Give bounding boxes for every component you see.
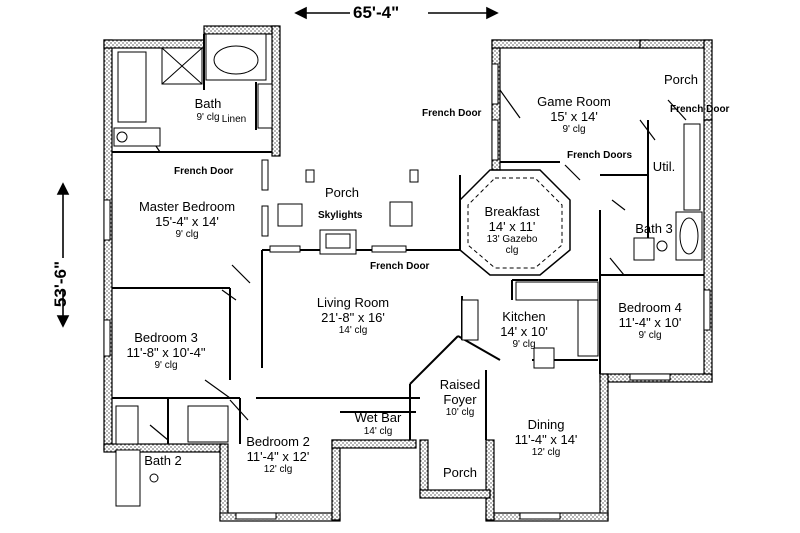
skylights	[277, 201, 413, 227]
room-dims: 11'-8" x 10'-4"	[126, 344, 206, 360]
fixtures	[113, 33, 703, 507]
room-name: Bath 3	[635, 221, 673, 236]
room-porch-rear: Porch	[325, 185, 359, 201]
room-name: Living Room	[316, 295, 390, 310]
room-name: Raised	[439, 377, 481, 392]
room-bath-master: Bath 9' clg	[194, 96, 222, 123]
room-dining: Dining 11'-4" x 14' 12' clg	[514, 417, 578, 459]
room-name: Game Room	[537, 94, 611, 109]
note-french-door-game-left: French Door	[422, 108, 482, 119]
room-bedroom2: Bedroom 2 11'-4" x 12' 12' clg	[246, 434, 310, 476]
depth-dimension: 53'-6"	[51, 260, 71, 308]
room-name: Linen	[221, 114, 247, 125]
room-ceiling: 12' clg	[531, 447, 561, 459]
room-porch-side: Porch	[664, 72, 698, 88]
room-ceiling: 9' clg	[196, 111, 220, 123]
note-french-door-living: French Door	[370, 261, 430, 272]
room-name: Kitchen	[502, 309, 546, 324]
width-dimension-arrow	[294, 6, 499, 20]
room-dims: 21'-8" x 16'	[321, 309, 385, 325]
room-dims: 11'-4" x 10'	[618, 314, 682, 330]
room-ceiling: 14' clg	[363, 425, 393, 437]
room-raised-foyer: Raised Foyer 10' clg	[439, 377, 481, 419]
note-french-doors-game: French Doors	[567, 150, 633, 161]
room-dims: 14' x 11'	[488, 218, 536, 234]
room-name: Bedroom 2	[246, 434, 310, 449]
room-bedroom4: Bedroom 4 11'-4" x 10' 9' clg	[618, 300, 682, 342]
room-dims: 11'-4" x 12'	[246, 448, 310, 464]
depth-dimension-arrow	[56, 182, 70, 328]
width-dimension: 65'-4"	[353, 3, 400, 22]
room-bath3: Bath 3	[635, 221, 673, 237]
gazebo-outline	[459, 169, 571, 276]
room-name: Breakfast	[484, 204, 540, 219]
room-name: Bedroom 3	[134, 330, 198, 345]
room-name: Porch	[443, 465, 477, 480]
note-french-door-master: French Door	[174, 166, 234, 177]
room-name: Bath 2	[144, 453, 182, 468]
room-name: Wet Bar	[354, 410, 402, 425]
room-ceiling: 9' clg	[512, 339, 536, 351]
room-dims: 15'-4" x 14'	[155, 213, 219, 229]
room-porch-front: Porch	[443, 465, 477, 481]
room-ceiling: 12' clg	[263, 464, 293, 476]
room-name: Porch	[325, 185, 359, 200]
room-ceiling: 14' clg	[338, 325, 368, 337]
room-wet-bar: Wet Bar 14' clg	[354, 410, 402, 437]
room-breakfast: Breakfast 14' x 11' 13' Gazebo clg	[484, 204, 540, 257]
note-french-door-game-right: French Door	[670, 104, 730, 115]
room-master-bedroom: Master Bedroom 15'-4" x 14' 9' clg	[138, 199, 236, 241]
room-dims: 11'-4" x 14'	[514, 431, 578, 447]
room-ceiling: 9' clg	[175, 229, 199, 241]
room-ceiling-suffix: clg	[505, 245, 519, 257]
room-bedroom3: Bedroom 3 11'-8" x 10'-4" 9' clg	[126, 330, 206, 372]
room-ceiling: 9' clg	[562, 124, 586, 136]
room-dims: 15' x 14'	[550, 108, 598, 124]
room-ceiling: 10' clg	[445, 407, 475, 419]
door-swings	[144, 89, 687, 441]
room-ceiling: 9' clg	[638, 330, 662, 342]
room-name: Dining	[527, 417, 565, 432]
room-name: Bath	[194, 96, 222, 111]
room-name: Master Bedroom	[138, 199, 236, 214]
room-bath2: Bath 2	[144, 453, 182, 469]
room-name: Bedroom 4	[618, 300, 682, 315]
room-name-line2: Foyer	[443, 391, 477, 407]
windows	[103, 63, 711, 520]
gazebo-ceiling-dashed	[467, 177, 563, 269]
room-linen: Linen	[222, 114, 246, 125]
room-ceiling: 9' clg	[154, 360, 178, 372]
room-dims: 14' x 10'	[500, 323, 548, 339]
room-name: Porch	[664, 72, 698, 87]
room-ceiling: 13' Gazebo	[486, 234, 538, 246]
room-living-room: Living Room 21'-8" x 16' 14' clg	[316, 295, 390, 337]
interior-walls	[112, 34, 704, 444]
room-game-room: Game Room 15' x 14' 9' clg	[537, 94, 611, 136]
note-skylights: Skylights	[318, 210, 363, 221]
room-name: Util.	[652, 159, 676, 174]
room-util: Util.	[652, 159, 676, 175]
room-kitchen: Kitchen 14' x 10' 9' clg	[500, 309, 548, 351]
